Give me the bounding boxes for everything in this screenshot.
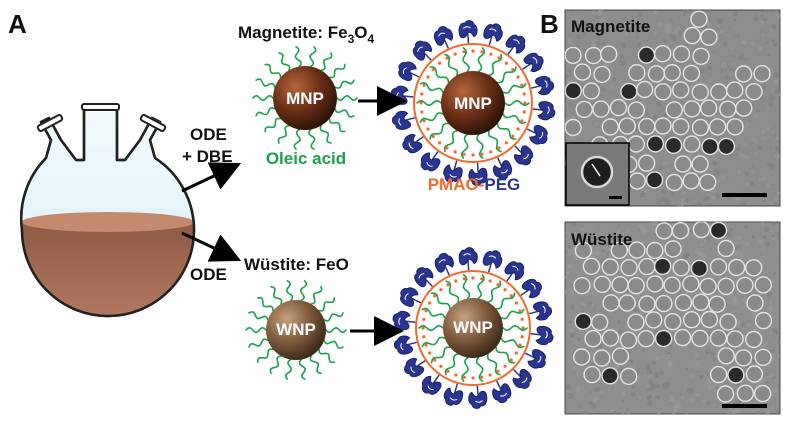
arrow-to-wustite	[181, 231, 242, 262]
wnp-oleic-acid-particle	[245, 280, 347, 380]
magnetite-title: Magnetite: Fe3O4	[238, 23, 374, 46]
wnp-pmao-peg-particle	[392, 247, 554, 409]
mnp-label-2: MNP	[454, 94, 492, 113]
wustite-title: Wüstite: FeO	[244, 255, 349, 274]
tem-wustite-caption: Wüstite	[571, 230, 632, 249]
pmao-peg-label: PMAO-PEG	[428, 175, 521, 194]
tem2-scale-bar	[722, 404, 767, 408]
wnp-label-1: WNP	[276, 320, 316, 339]
solvent-top-line1: ODE	[190, 125, 227, 144]
mnp-pmao-peg-particle	[390, 20, 556, 186]
tem-wustite-image: Wüstite	[564, 221, 781, 415]
svg-text:Magnetite: Fe3O4: Magnetite: Fe3O4	[238, 23, 374, 46]
wnp-label-2: WNP	[453, 318, 493, 337]
oleic-acid-label: Oleic acid	[266, 149, 346, 168]
tem-magnetite-image: Magnetite	[564, 9, 781, 207]
pmao-label: PMAO-	[428, 175, 485, 194]
solvent-top-line2: + DBE	[182, 147, 233, 166]
inset-scale-bar	[609, 196, 622, 199]
mnp-oleic-acid-particle	[252, 46, 358, 150]
panel-a-label: A	[8, 9, 27, 39]
mnp-label-1: MNP	[286, 89, 324, 108]
solvent-bottom: ODE	[190, 265, 227, 284]
arrow-to-magnetite	[181, 162, 242, 193]
tem-magnetite-caption: Magnetite	[571, 17, 650, 36]
tem1-scale-bar	[722, 193, 767, 197]
peg-label: PEG	[484, 175, 520, 194]
panel-b-label: B	[540, 9, 559, 39]
